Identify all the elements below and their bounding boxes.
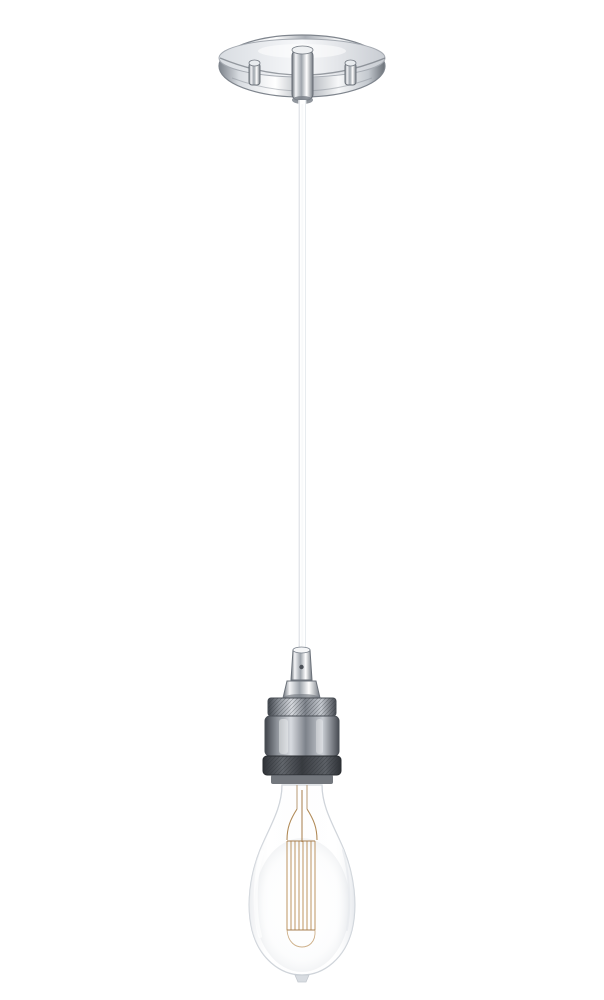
edison-bulb <box>248 784 356 983</box>
bulb-filament <box>286 785 318 948</box>
pendant-cord <box>298 100 307 649</box>
canopy-screws <box>248 45 357 104</box>
lamp-socket <box>262 697 342 784</box>
